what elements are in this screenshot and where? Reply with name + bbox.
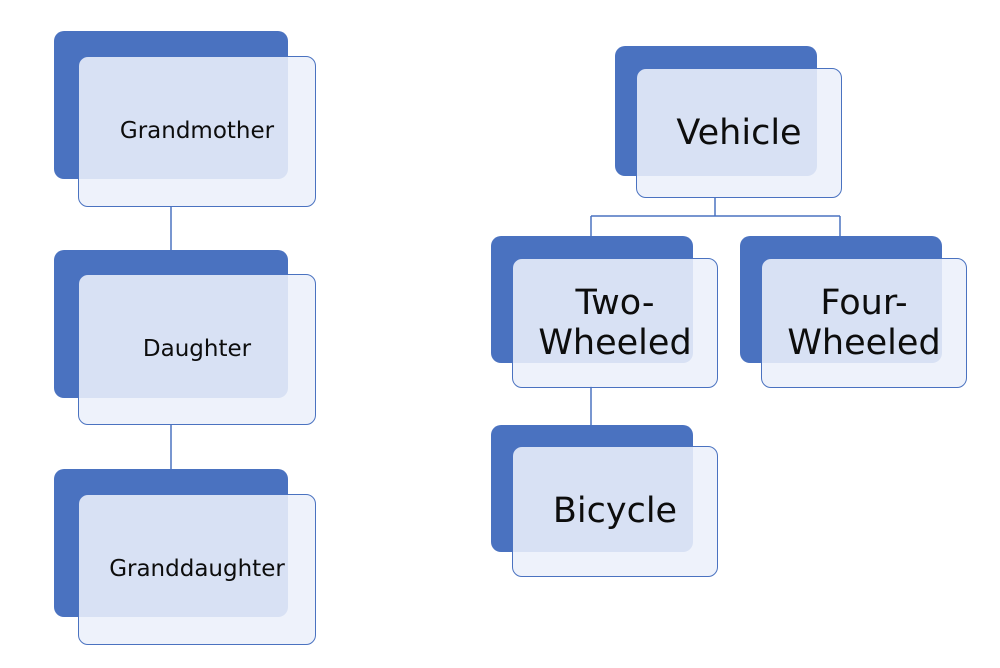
node-vehicle-label: Vehicle [636, 68, 842, 198]
node-two-wheeled: Two- Wheeled [491, 236, 718, 388]
node-bicycle: Bicycle [491, 425, 718, 578]
node-granddaughter: Granddaughter [54, 469, 316, 645]
node-two-wheeled-label: Two- Wheeled [512, 258, 718, 388]
node-grandmother: Grandmother [54, 31, 316, 207]
node-four-wheeled: Four- Wheeled [740, 236, 967, 388]
node-four-wheeled-label: Four- Wheeled [761, 258, 967, 388]
node-daughter: Daughter [54, 250, 316, 426]
node-vehicle: Vehicle [615, 46, 842, 198]
node-daughter-label: Daughter [78, 274, 316, 425]
node-grandmother-label: Grandmother [78, 56, 316, 207]
node-granddaughter-label: Granddaughter [78, 494, 316, 645]
node-bicycle-label: Bicycle [512, 446, 718, 577]
